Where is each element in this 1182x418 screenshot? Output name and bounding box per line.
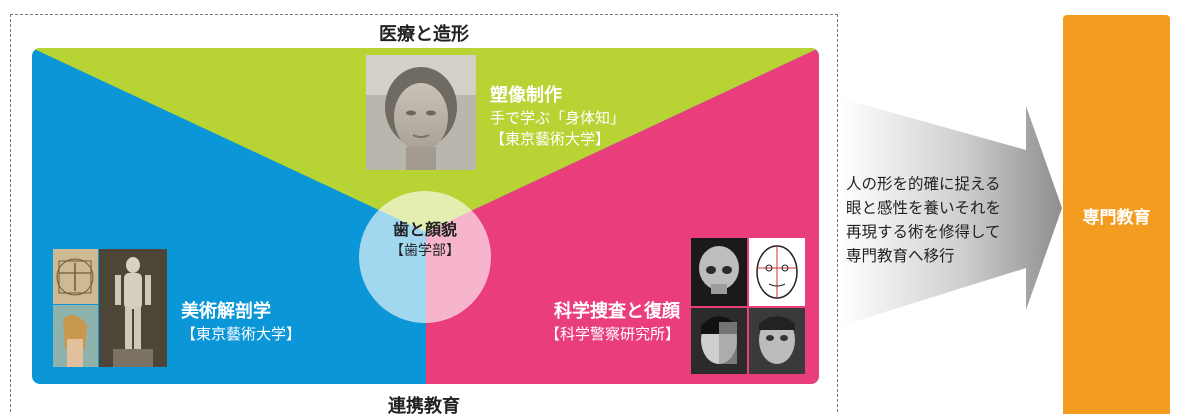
center-label: 歯と顔貌 【歯学部】 xyxy=(356,218,494,261)
arrow-text-line: 眼と感性を養いそれを xyxy=(846,199,1002,218)
anatomy-title: 美術解剖学 xyxy=(181,301,271,322)
anatomy-org: 【東京藝術大学】 xyxy=(181,325,302,344)
center-circle xyxy=(359,191,491,323)
arrow-text-line: 人の形を的確に捉える xyxy=(846,175,1001,193)
arrow-text-line: 再現する術を修得して xyxy=(846,223,1001,242)
anatomy-label: 美術解剖学 【東京藝術大学】 xyxy=(181,300,301,345)
bottom-title: 連携教育 xyxy=(388,396,460,417)
arrow-text: 人の形を的確に捉える 眼と感性を養いそれを 再現する術を修得して 専門教育へ移行 xyxy=(846,172,1026,268)
forensic-label: 科学捜査と復顔 【科学警察研究所】 xyxy=(540,300,680,345)
sculpture-label: 塑像制作 手で学ぶ「身体知」 【東京藝術大学】 xyxy=(490,84,625,149)
forensic-photos xyxy=(691,238,805,374)
forensic-org: 【科学警察研究所】 xyxy=(544,325,680,344)
sculpture-photo xyxy=(366,55,476,170)
sculpture-subtitle: 手で学ぶ「身体知」 xyxy=(490,109,626,128)
sculpture-title: 塑像制作 xyxy=(490,85,562,106)
destination-label: 専門教育 xyxy=(1082,208,1151,228)
center-org: 【歯学部】 xyxy=(390,243,460,260)
center-title: 歯と顔貌 xyxy=(392,220,457,239)
dashed-frame xyxy=(10,14,838,412)
anatomy-photos xyxy=(53,249,167,367)
destination-box xyxy=(1063,15,1170,414)
sculpture-org: 【東京藝術大学】 xyxy=(490,129,611,148)
top-title: 医療と造形 xyxy=(379,24,469,45)
arrow-text-line: 専門教育へ移行 xyxy=(846,247,955,266)
forensic-title: 科学捜査と復顔 xyxy=(554,301,680,322)
transition-arrow xyxy=(840,98,1062,326)
